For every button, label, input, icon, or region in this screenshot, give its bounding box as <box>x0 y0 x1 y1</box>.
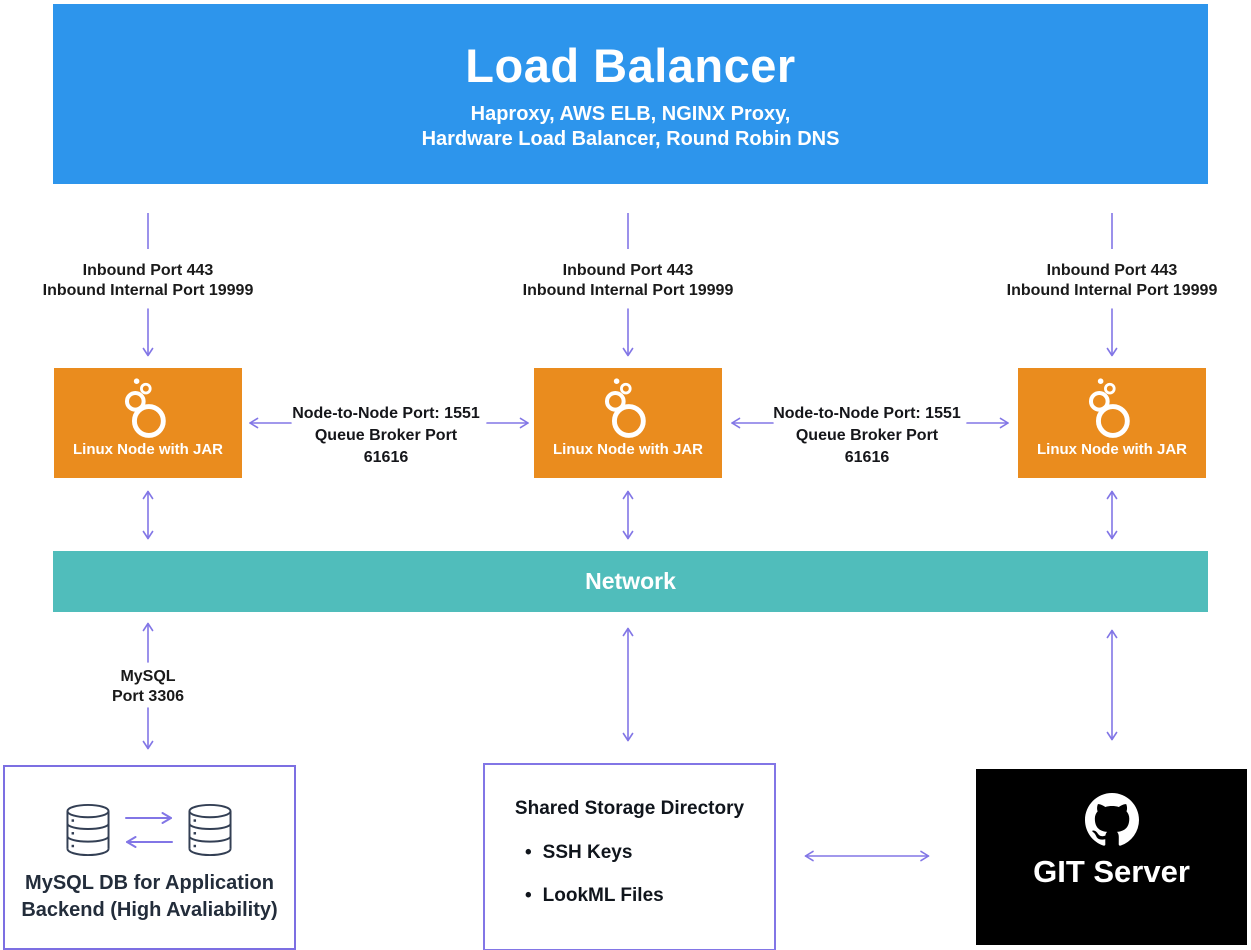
double-arrow-vertical-git-icon <box>1106 629 1118 741</box>
double-arrow-vertical-right-icon <box>1106 490 1118 540</box>
linux-node-label: Linux Node with JAR <box>73 441 223 458</box>
mysql-db-label: MySQL DB for Application Backend (High A… <box>5 870 294 924</box>
node-link-label-left: Node-to-Node Port: 1551 Queue Broker Por… <box>291 403 481 469</box>
connector-line-right <box>1111 213 1113 249</box>
load-balancer-box: Load Balancer Haproxy, AWS ELB, NGINX Pr… <box>53 4 1208 184</box>
network-label: Network <box>585 568 676 594</box>
bullet-icon: • <box>525 842 532 863</box>
arrow-up-mysql-icon <box>142 622 154 663</box>
connector-line-left <box>147 213 149 249</box>
load-balancer-subtitle: Haproxy, AWS ELB, NGINX Proxy, Hardware … <box>53 102 1208 152</box>
db-sync-arrow-left-icon <box>126 836 173 848</box>
inbound-ports-line1: Inbound Port 443 <box>1046 262 1178 279</box>
linux-node-box-left: Linux Node with JAR <box>54 368 242 478</box>
shared-storage-item-ssh: • SSH Keys <box>525 842 632 864</box>
double-arrow-horizontal-git-icon <box>804 850 930 862</box>
inbound-ports-line1: Inbound Port 443 <box>82 262 214 279</box>
arrow-down-middle-icon <box>622 308 634 357</box>
load-balancer-subtitle-line1: Haproxy, AWS ELB, NGINX Proxy, <box>470 103 791 125</box>
double-arrow-vertical-left-icon <box>142 490 154 540</box>
looker-icon <box>604 378 646 438</box>
arrow-left-icon <box>249 417 292 429</box>
shared-storage-item-label: SSH Keys <box>542 842 633 863</box>
arrow-down-right-icon <box>1106 308 1118 357</box>
node-link-line2: Queue Broker Port 61616 <box>314 427 458 466</box>
shared-storage-title: Shared Storage Directory <box>514 798 745 819</box>
network-bar: Network <box>53 551 1208 612</box>
linux-node-box-middle: Linux Node with JAR <box>534 368 722 478</box>
arrow-down-mysql-icon <box>142 707 154 750</box>
inbound-ports-line2: Inbound Internal Port 19999 <box>1006 282 1218 299</box>
shared-storage-item-lookml: • LookML Files <box>525 885 664 907</box>
mysql-db-box: MySQL DB for Application Backend (High A… <box>3 765 296 950</box>
node-link-line1: Node-to-Node Port: 1551 <box>773 405 961 422</box>
database-icon-primary <box>66 803 110 857</box>
double-arrow-vertical-middle-icon <box>622 490 634 540</box>
database-icon-replica <box>188 803 232 857</box>
load-balancer-title: Load Balancer <box>465 39 796 92</box>
linux-node-label: Linux Node with JAR <box>553 441 703 458</box>
linux-node-box-right: Linux Node with JAR <box>1018 368 1206 478</box>
git-server-label: GIT Server <box>1033 854 1190 889</box>
arrow-right-icon <box>966 417 1009 429</box>
mysql-port-line1: MySQL <box>120 668 176 685</box>
arrow-down-left-icon <box>142 308 154 357</box>
db-sync-arrow-right-icon <box>125 812 172 824</box>
node-link-line2: Queue Broker Port 61616 <box>795 427 939 466</box>
looker-icon <box>124 378 166 438</box>
inbound-ports-label-middle: Inbound Port 443 Inbound Internal Port 1… <box>488 261 768 301</box>
double-arrow-vertical-shared-icon <box>622 627 634 742</box>
connector-line-middle <box>627 213 629 249</box>
inbound-ports-line2: Inbound Internal Port 19999 <box>42 282 254 299</box>
looker-icon <box>1088 378 1130 438</box>
mysql-port-label: MySQL Port 3306 <box>68 667 228 707</box>
inbound-ports-label-right: Inbound Port 443 Inbound Internal Port 1… <box>972 261 1251 301</box>
node-link-line1: Node-to-Node Port: 1551 <box>292 405 480 422</box>
mysql-db-line1: MySQL DB for Application <box>25 872 274 894</box>
git-server-box: GIT Server <box>976 769 1247 945</box>
inbound-ports-label-left: Inbound Port 443 Inbound Internal Port 1… <box>8 261 288 301</box>
node-link-label-right: Node-to-Node Port: 1551 Queue Broker Por… <box>772 403 962 469</box>
github-icon <box>1084 793 1139 846</box>
load-balancer-subtitle-line2: Hardware Load Balancer, Round Robin DNS <box>421 128 840 150</box>
arrow-right-icon <box>486 417 529 429</box>
inbound-ports-line1: Inbound Port 443 <box>562 262 694 279</box>
shared-storage-item-label: LookML Files <box>542 885 664 906</box>
bullet-icon: • <box>525 885 532 906</box>
mysql-db-line2: Backend (High Avaliability) <box>21 899 278 921</box>
mysql-port-line2: Port 3306 <box>111 688 185 705</box>
shared-storage-box: Shared Storage Directory • SSH Keys • Look… <box>483 763 776 950</box>
inbound-ports-line2: Inbound Internal Port 19999 <box>522 282 734 299</box>
arrow-left-icon <box>731 417 774 429</box>
linux-node-label: Linux Node with JAR <box>1037 441 1187 458</box>
